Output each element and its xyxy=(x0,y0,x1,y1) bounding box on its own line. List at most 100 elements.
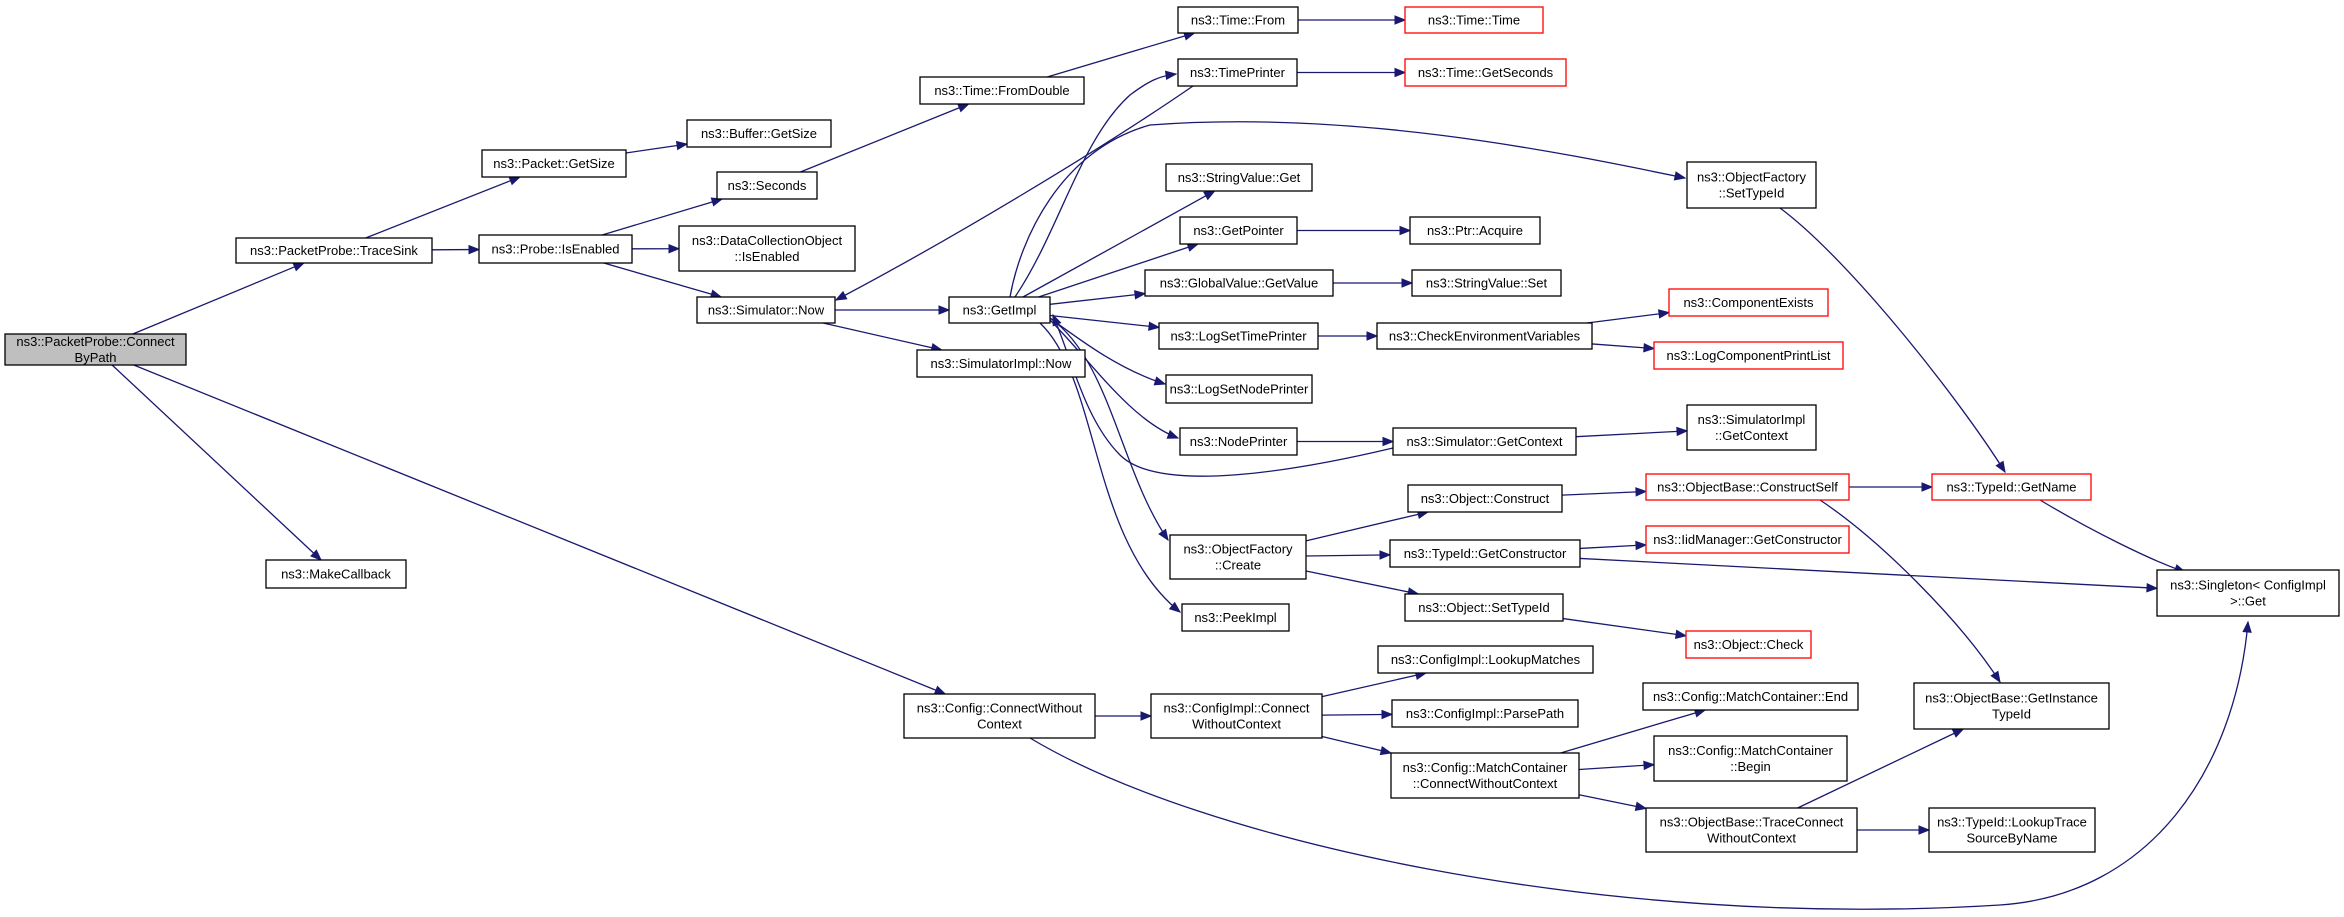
node-mcend[interactable]: ns3::Config::MatchContainer::End xyxy=(1642,682,1859,711)
node-box xyxy=(1169,534,1307,580)
node-simimplnow[interactable]: ns3::SimulatorImpl::Now xyxy=(916,349,1086,378)
node-nodeprinter[interactable]: ns3::NodePrinter xyxy=(1179,427,1298,456)
node-cfgimplconnect[interactable]: ns3::ConfigImpl::ConnectWithoutContext xyxy=(1150,693,1323,739)
edge-line xyxy=(1579,544,1638,550)
edge-line xyxy=(1578,794,1638,808)
edge-line xyxy=(133,364,938,692)
edge-line xyxy=(1561,491,1638,496)
edge-getimpl-to-strvalget xyxy=(1022,190,1216,298)
edge-ofsettypeid-to-typeidgetname xyxy=(1779,207,2006,474)
node-strvalget[interactable]: ns3::StringValue::Get xyxy=(1165,163,1313,192)
node-label: WithoutContext xyxy=(1192,717,1281,732)
node-dcoenabled[interactable]: ns3::DataCollectionObject::IsEnabled xyxy=(678,225,856,272)
node-typeidgetname[interactable]: ns3::TypeId::GetName xyxy=(1931,473,2092,501)
node-label: ns3::Config::MatchContainer xyxy=(1403,760,1568,775)
edge-root-to-cfgconnect xyxy=(133,364,947,695)
arrowhead-icon xyxy=(292,262,306,272)
node-logsetnode[interactable]: ns3::LogSetNodePrinter xyxy=(1165,374,1313,404)
edge-line xyxy=(1575,430,1679,438)
node-box xyxy=(1404,6,1544,34)
node-gvgetvalue[interactable]: ns3::GlobalValue::GetValue xyxy=(1144,269,1334,297)
node-timeprinter[interactable]: ns3::TimePrinter xyxy=(1177,58,1298,87)
node-box xyxy=(1931,473,2092,501)
edge-line xyxy=(1047,34,1187,78)
node-typeidgetctor[interactable]: ns3::TypeId::GetConstructor xyxy=(1389,539,1581,568)
node-singletonget[interactable]: ns3::Singleton< ConfigImpl>::Get xyxy=(2156,569,2340,617)
node-iidmgrgetctor[interactable]: ns3::IidManager::GetConstructor xyxy=(1645,525,1850,554)
node-box xyxy=(1390,752,1580,799)
edge-obconstructself-to-typeidgetname xyxy=(1849,482,1934,492)
edge-timeprinter-to-simnow xyxy=(834,85,1194,301)
edge-line xyxy=(1305,554,1382,557)
node-box xyxy=(1411,269,1562,297)
edge-root-to-makecb xyxy=(111,364,322,561)
arrowhead-icon xyxy=(1366,331,1379,341)
node-objconstruct[interactable]: ns3::Object::Construct xyxy=(1407,484,1563,513)
node-box xyxy=(1392,427,1577,456)
node-label: ns3::PacketProbe::TraceSink xyxy=(250,243,418,258)
edge-getimpl-to-ofsettypeid xyxy=(1009,121,1687,298)
node-pktgetsize[interactable]: ns3::Packet::GetSize xyxy=(481,149,627,178)
node-parsepath[interactable]: ns3::ConfigImpl::ParsePath xyxy=(1391,699,1579,728)
node-probeenabled[interactable]: ns3::Probe::IsEnabled xyxy=(478,234,633,264)
edge-typeidgetctor-to-singletonget xyxy=(1579,557,2159,593)
edge-line xyxy=(1579,557,2149,589)
node-label: ns3::Time::From xyxy=(1191,13,1285,28)
node-ptracquire[interactable]: ns3::Ptr::Acquire xyxy=(1409,216,1541,245)
node-box xyxy=(1407,484,1563,513)
node-box xyxy=(1645,473,1850,501)
edge-line xyxy=(1819,499,2001,683)
arrowhead-icon xyxy=(1634,801,1648,811)
node-fromdouble[interactable]: ns3::Time::FromDouble xyxy=(919,76,1085,105)
node-mcconnect[interactable]: ns3::Config::MatchContainer::ConnectWith… xyxy=(1390,752,1580,799)
node-obconstructself[interactable]: ns3::ObjectBase::ConstructSelf xyxy=(1645,473,1850,501)
node-seconds[interactable]: ns3::Seconds xyxy=(716,171,818,200)
node-bufgetsize[interactable]: ns3::Buffer::GetSize xyxy=(686,119,832,148)
arrowhead-icon xyxy=(1052,313,1062,327)
edge-line xyxy=(1049,293,1137,305)
node-cfgconnect[interactable]: ns3::Config::ConnectWithoutContext xyxy=(903,693,1096,739)
node-label: ns3::TypeId::LookupTrace xyxy=(1937,815,2087,830)
node-timefrom[interactable]: ns3::Time::From xyxy=(1177,6,1299,34)
node-objcheck[interactable]: ns3::Object::Check xyxy=(1685,630,1812,659)
node-tracesink[interactable]: ns3::PacketProbe::TraceSink xyxy=(235,237,433,264)
edge-line xyxy=(822,322,934,349)
edge-ofcreate-to-objsettypeid xyxy=(1305,570,1420,597)
node-logsettime[interactable]: ns3::LogSetTimePrinter xyxy=(1158,322,1319,350)
node-label: ns3::Simulator::GetContext xyxy=(1406,434,1562,449)
arrowhead-icon xyxy=(1382,436,1395,447)
arrowhead-icon xyxy=(1635,540,1648,551)
edge-line xyxy=(1321,713,1384,716)
node-label: ns3::Time::GetSeconds xyxy=(1418,65,1554,80)
node-obtraceconnect[interactable]: ns3::ObjectBase::TraceConnectWithoutCont… xyxy=(1645,807,1858,853)
node-getseconds[interactable]: ns3::Time::GetSeconds xyxy=(1404,58,1567,87)
node-ofcreate[interactable]: ns3::ObjectFactory::Create xyxy=(1169,534,1307,580)
node-box xyxy=(1913,682,2110,730)
node-getpointer[interactable]: ns3::GetPointer xyxy=(1179,216,1298,245)
node-makecb[interactable]: ns3::MakeCallback xyxy=(265,559,407,589)
node-box xyxy=(1165,163,1313,192)
node-label: ns3::CheckEnvironmentVariables xyxy=(1389,329,1581,344)
node-mcbegin[interactable]: ns3::Config::MatchContainer::Begin xyxy=(1653,735,1848,782)
arrowhead-icon xyxy=(1164,70,1178,81)
node-simimplgetctx[interactable]: ns3::SimulatorImpl::GetContext xyxy=(1686,404,1817,451)
node-objsettypeid[interactable]: ns3::Object::SetTypeId xyxy=(1404,593,1564,622)
node-timetime[interactable]: ns3::Time::Time xyxy=(1404,6,1544,34)
node-compexists[interactable]: ns3::ComponentExists xyxy=(1668,288,1829,317)
node-lookupmatches[interactable]: ns3::ConfigImpl::LookupMatches xyxy=(1377,645,1594,674)
edge-cfgconnect-to-singletonget xyxy=(1029,620,2252,910)
edge-line xyxy=(1797,732,1956,809)
node-peekimpl[interactable]: ns3::PeekImpl xyxy=(1181,603,1290,632)
node-box xyxy=(948,296,1051,324)
node-simgetctx[interactable]: ns3::Simulator::GetContext xyxy=(1392,427,1577,456)
node-checkenv[interactable]: ns3::CheckEnvironmentVariables xyxy=(1376,322,1593,350)
node-logcomplist[interactable]: ns3::LogComponentPrintList xyxy=(1653,341,1844,370)
node-box xyxy=(1928,807,2096,853)
node-ofsettypeid[interactable]: ns3::ObjectFactory::SetTypeId xyxy=(1686,161,1817,209)
node-simnow[interactable]: ns3::Simulator::Now xyxy=(696,296,836,324)
node-strvalset[interactable]: ns3::StringValue::Set xyxy=(1411,269,1562,297)
node-getimpl[interactable]: ns3::GetImpl xyxy=(948,296,1051,324)
